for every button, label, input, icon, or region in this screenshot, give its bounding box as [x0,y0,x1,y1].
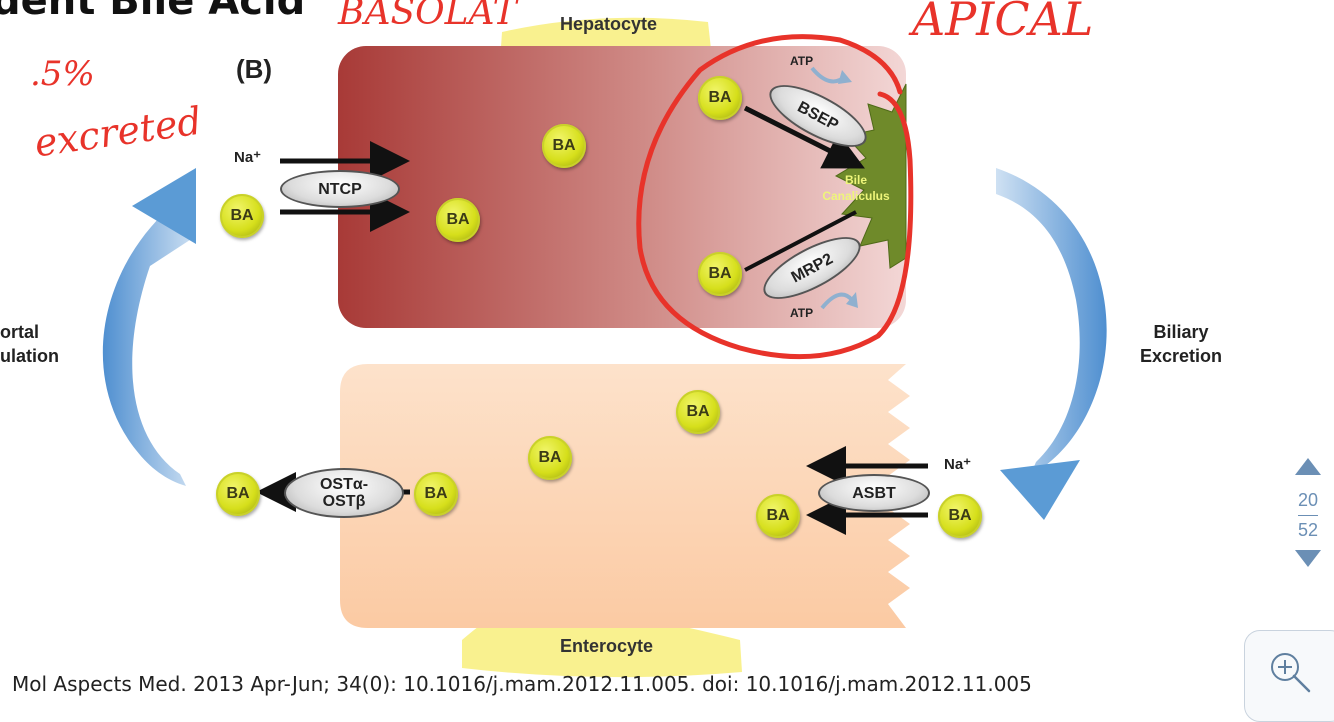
ba-molecule: BA [698,252,742,296]
zoom-button[interactable] [1244,630,1334,722]
portal-label-line1: ortal [0,320,70,344]
hepatocyte-label: Hepatocyte [560,14,657,35]
biliary-arrowhead [1000,460,1080,520]
biliary-label-line1: Biliary [1126,320,1236,344]
na-label-asbt: Na⁺ [944,455,971,473]
previous-slide-button[interactable] [1286,456,1330,482]
biliary-label-line2: Excretion [1126,344,1236,368]
canaliculus-line1: Bile [806,172,906,188]
total-pages: 52 [1286,520,1330,541]
canaliculus-label: Bile Canaliculus [806,172,906,204]
ba-molecule: BA [436,198,480,242]
ba-molecule: BA [542,124,586,168]
ost-line2: OSTβ [323,493,366,510]
biliary-excretion-arrow [996,168,1107,476]
ba-molecule: BA [676,390,720,434]
atp-label-mrp2: ATP [790,306,813,320]
portal-circulation-arrow [103,202,196,486]
citation-text: Mol Aspects Med. 2013 Apr-Jun; 34(0): 10… [12,672,1032,696]
triangle-down-icon [1294,549,1322,569]
apical-annotation: APICAL [912,0,1093,46]
portal-circulation-label: ortal ulation [0,320,70,368]
ost-transporter: OSTα- OSTβ [284,468,404,518]
ba-molecule: BA [756,494,800,538]
zoom-in-icon [1267,649,1317,699]
enterocyte-label: Enterocyte [560,636,653,657]
na-label-ntcp: Na⁺ [234,148,261,166]
atp-label-bsep: ATP [790,54,813,68]
asbt-transporter: ASBT [818,474,930,512]
ba-molecule: BA [698,76,742,120]
ba-molecule: BA [414,472,458,516]
ost-line1: OSTα- [320,476,368,493]
current-page: 20 [1286,490,1330,511]
biliary-excretion-label: Biliary Excretion [1126,320,1236,368]
next-slide-button[interactable] [1286,549,1330,575]
panel-label: (B) [236,54,272,85]
triangle-up-icon [1294,456,1322,476]
basolat-annotation: BASOLAT [338,0,517,33]
percent-annotation: .5% [30,54,95,94]
ba-molecule: BA [220,194,264,238]
ba-molecule: BA [938,494,982,538]
canaliculus-line2: Canaliculus [806,188,906,204]
slide-pager: 20 52 [1286,456,1330,575]
portal-label-line2: ulation [0,344,70,368]
ntcp-transporter: NTCP [280,170,400,208]
page-divider [1298,515,1318,516]
ba-molecule: BA [528,436,572,480]
ba-molecule: BA [216,472,260,516]
